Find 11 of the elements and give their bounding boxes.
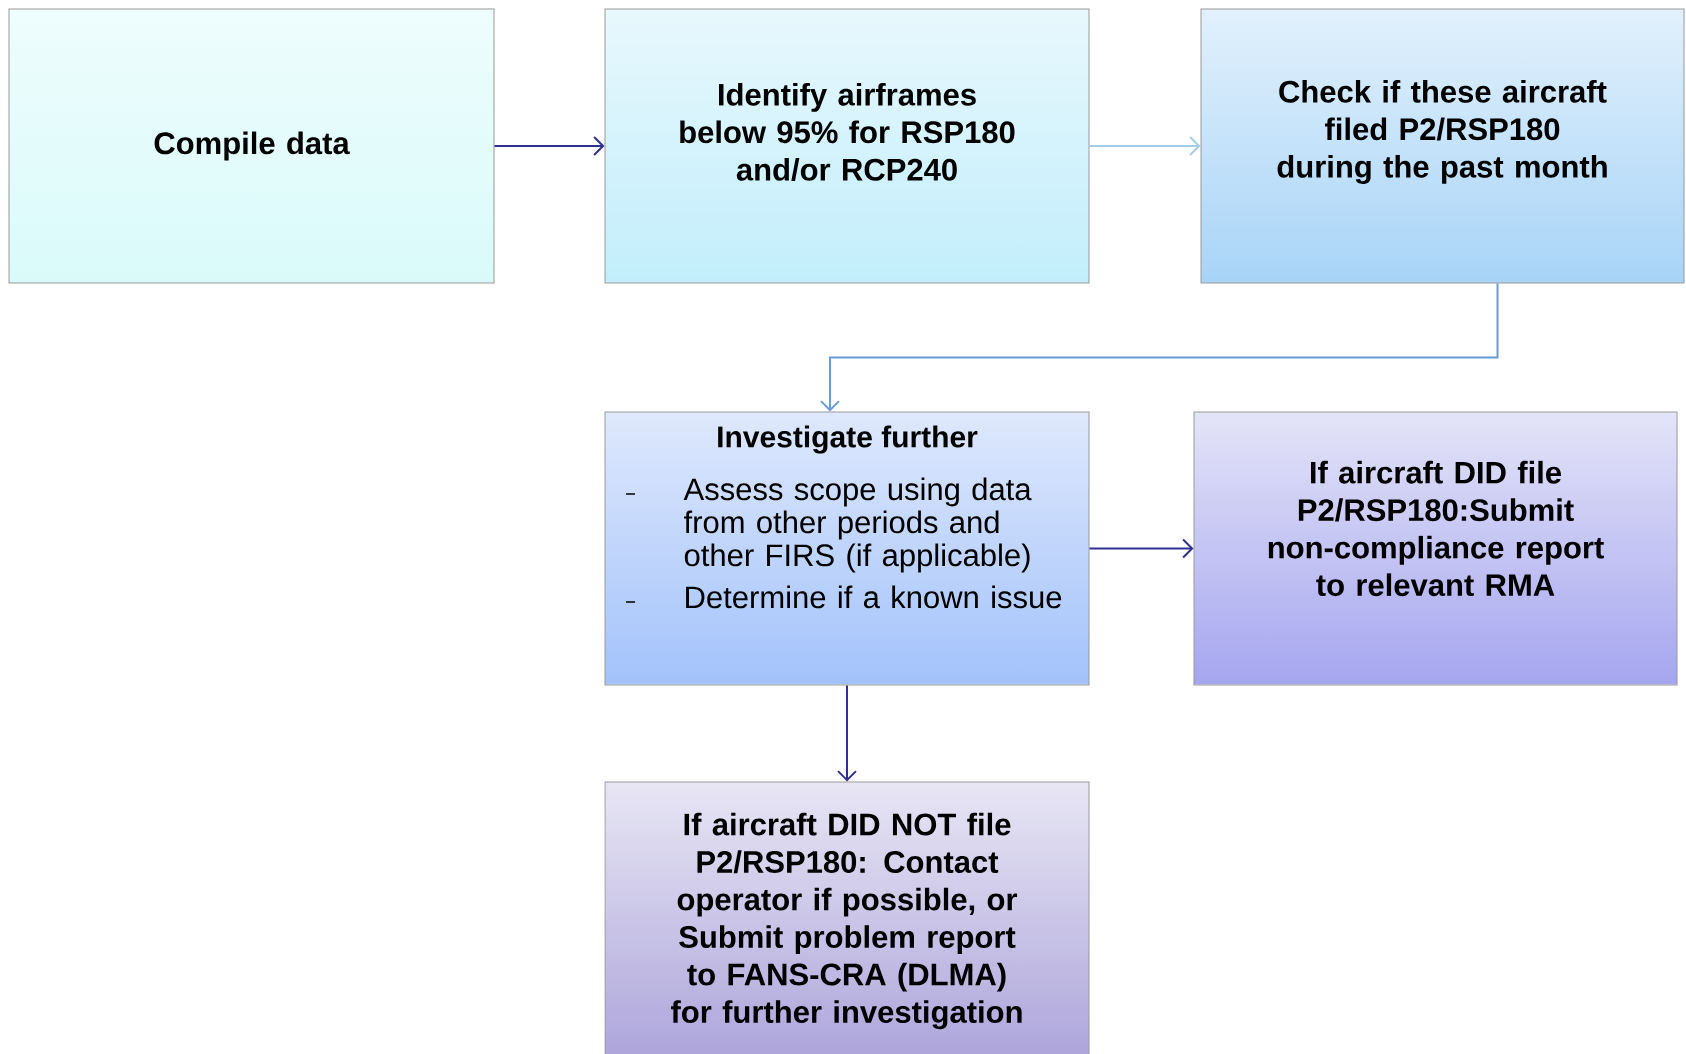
arrow [837,684,857,782]
process-box: If aircraft DID file P2/RSP180:Submit non-compliance report to relevant RMA [1193,411,1678,686]
process-box: Identify airframes below 95% for RSP180 and/or RCP240 [604,8,1090,284]
process-box: If aircraft DID NOT file P2/RSP180: Contact operator if possible, or Submit problem report to FANS-CRA (DLMA) for further investigation [604,781,1090,1054]
arrow [1088,136,1201,156]
arrow [820,282,1499,412]
process-box: Compile data [8,8,495,284]
arrow [1088,538,1194,559]
process-box: Investigate further Assess scope using data from other periods and other FIRS (if applicable) Determine if a known issue [604,411,1090,686]
arrow [493,136,605,156]
process-box: Check if these aircraft filed P2/RSP180 during the past month [1200,8,1685,284]
